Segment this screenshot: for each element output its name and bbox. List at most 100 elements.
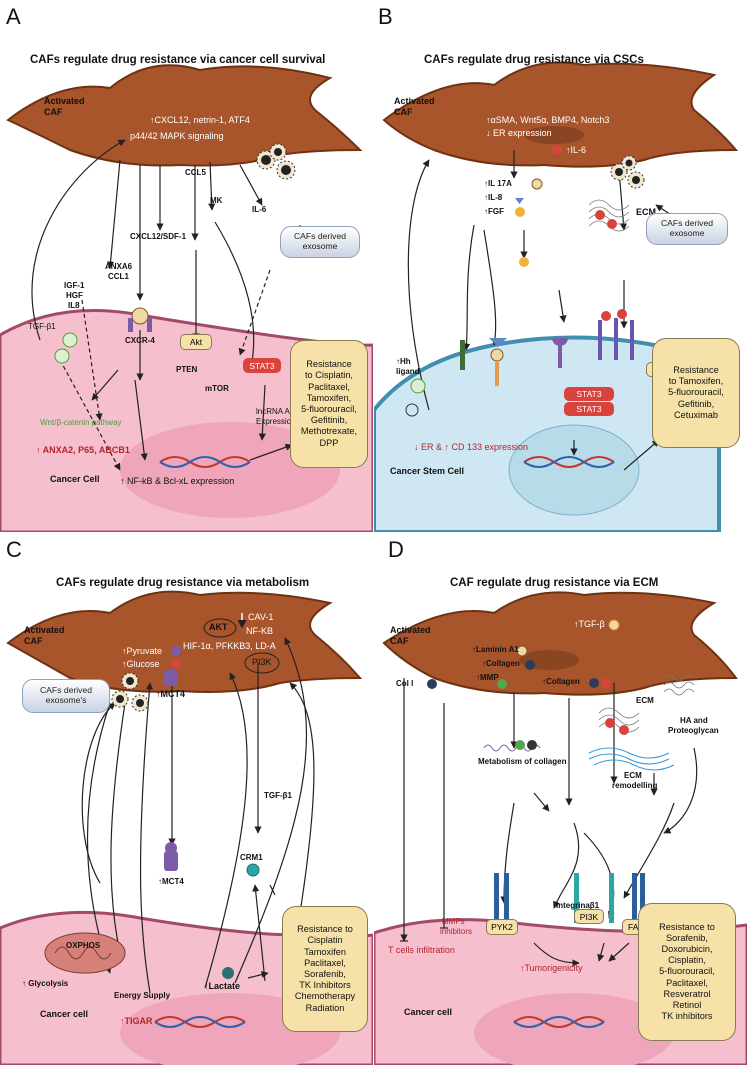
- fgf-label: ↑FGF: [484, 207, 504, 216]
- resistance-b-1: to Tamoxifen,: [668, 376, 724, 387]
- resistance-d-8: TK inhibitors: [661, 1011, 713, 1022]
- exosome-line2: exosome: [302, 241, 338, 251]
- caf-cell: [6, 64, 363, 167]
- nfkb-label-c: NF-KB: [246, 626, 273, 636]
- lactate-label: ↑Lactate: [204, 981, 241, 991]
- lncrna-line1: lncRNA ANRIL: [256, 407, 309, 416]
- caf-label-line1: Activated: [44, 96, 85, 106]
- cancer-cell-label: Cancer Cell: [50, 474, 100, 484]
- panel-a-title: CAFs regulate drug resistance via cancer…: [30, 54, 326, 66]
- mk-label: MK: [210, 196, 223, 205]
- caf-factors: ↑CXCL12, netrin-1, ATF4: [150, 115, 250, 125]
- resistance-c-4: Sorafenib,: [304, 969, 346, 979]
- laminin-label: ↑Laminin A1: [472, 645, 519, 654]
- collagen2-label: ↑Collagen: [542, 677, 580, 686]
- mmp-label: ↑MMP: [476, 673, 499, 682]
- resistance-b-3: Gefitinib,: [677, 398, 715, 409]
- er-expression: ↓ ER expression: [486, 128, 552, 138]
- remodelling-line2: remodelling: [612, 781, 658, 790]
- wnt-pathway: Wnt/β-catenin pathway: [40, 418, 122, 427]
- cancer-cell-d-label: Cancer cell: [404, 1007, 453, 1017]
- exosome-c-line2: exosome's: [45, 695, 87, 705]
- resistance-box-c: Resistance to Cisplatin Tamoxifen Paclit…: [282, 906, 368, 1032]
- caf-label-b-line1: Activated: [394, 96, 435, 106]
- exosome-c-line1: CAFs derived: [39, 685, 93, 696]
- stat3-tag-b2: STAT3: [564, 402, 614, 416]
- cav1-label: CAV-1: [248, 612, 274, 622]
- caf-cell-b: [382, 61, 739, 168]
- resistance-c-6: Chemotherapy: [294, 991, 356, 1002]
- mtor-label: mTOR: [205, 384, 229, 393]
- panel-c-title: CAFs regulate drug resistance via metabo…: [56, 577, 310, 589]
- exosome-b-line2: exosome: [669, 228, 705, 238]
- resistance-a-3: Tamoxifen,: [306, 392, 352, 403]
- energy-supply-label: Energy Supply: [114, 991, 171, 1000]
- igf-line3: IL8: [68, 301, 80, 310]
- mct4-label: ↑MCT4: [158, 877, 184, 886]
- resistance-d-3: Cisplatin,: [668, 955, 706, 966]
- exosome-b-line1: CAFs derived: [660, 218, 714, 229]
- glucose-label: ↑Glucose: [122, 659, 160, 669]
- crm1-label: CRM1: [240, 853, 263, 862]
- pi3k-label-c: PI3K: [252, 657, 272, 667]
- igf-line1: IGF-1: [64, 281, 85, 290]
- resistance-d-0: Resistance to: [659, 921, 715, 932]
- resistance-box-b: Resistance to Tamoxifen, 5-fluorouracil,…: [652, 338, 740, 448]
- tumorigenicity-label: ↑Tumorigenicity: [520, 963, 583, 973]
- panel-d: D CAF regulate drug resistance via ECM A…: [374, 533, 747, 1065]
- resistance-d-2: Doxorubicin,: [661, 943, 713, 954]
- panel-b-drawing: [374, 61, 739, 532]
- mmps-inhib-line2: inhibitors: [440, 927, 473, 936]
- pyk2-tag: PYK2: [486, 919, 518, 935]
- panel-b: B CAFs regulate drug resistance via CSCs…: [374, 0, 747, 532]
- resistance-d-1: Sorafenib,: [666, 932, 708, 943]
- hh-line1: ↑Hh: [396, 357, 411, 366]
- caf-label-line2: CAF: [44, 107, 63, 117]
- il6-label: IL-6: [252, 205, 267, 214]
- panel-c: C CAFs regulate drug resistance via meta…: [0, 533, 373, 1065]
- resistance-box-a: Resistance to Cisplatin, Paclitaxel, Tam…: [290, 340, 368, 468]
- exosome-pill-b: CAFs derived exosome: [646, 213, 728, 245]
- metabolism-label: Metabolism of collagen: [478, 757, 567, 766]
- pyruvate-label: ↑Pyruvate: [122, 646, 163, 656]
- ha-line2: Proteoglycan: [668, 726, 719, 735]
- exosome-pill: CAFs derived exosome: [280, 226, 360, 258]
- resistance-d-6: Resveratrol: [663, 988, 711, 999]
- cxcr4-label: CXCR-4: [125, 336, 155, 345]
- ccl5-label: CCL5: [185, 168, 206, 177]
- collagen1-label: ↑Collagen: [482, 659, 520, 668]
- caf-label-d-line1: Activated: [390, 625, 431, 635]
- resistance-d-5: Paclitaxel,: [666, 977, 708, 988]
- integrin-label: Integrinaβ1: [556, 901, 600, 910]
- cxcl12-label: CXCL12/SDF-1: [130, 232, 187, 241]
- resistance-c-2: Tamoxifen: [304, 946, 346, 957]
- igf-line2: HGF: [66, 291, 83, 300]
- stat3-tag-b1: STAT3: [564, 387, 614, 401]
- panel-a-letter: A: [6, 4, 21, 29]
- resistance-a-2: Paclitaxel,: [308, 381, 350, 392]
- lncrna-line2: Expression: [256, 417, 296, 426]
- anxa2-expression: ↑ ANXA2, P65, ABCB1: [36, 445, 130, 455]
- resistance-c-3: Paclitaxel,: [304, 957, 346, 968]
- ha-line1: HA and: [680, 716, 708, 725]
- mmps-inhib-line1: MMPs: [442, 917, 465, 926]
- resistance-box-d: Resistance to Sorafenib, Doxorubicin, Ci…: [638, 903, 736, 1041]
- resistance-b-4: Cetuximab: [674, 409, 718, 420]
- nfkb-expression: ↑ NF-kB & Bcl-xL expression: [120, 476, 235, 486]
- panel-c-letter: C: [6, 537, 22, 562]
- resistance-a-4: 5-fluorouracil,: [301, 404, 357, 414]
- panel-b-letter: B: [378, 4, 393, 29]
- pi3k-tag-d: PI3K: [574, 909, 604, 924]
- resistance-a-1: to Cisplatin,: [304, 370, 353, 381]
- resistance-c-0: Resistance to: [297, 924, 353, 935]
- il17-label: ↑IL 17A: [484, 179, 512, 188]
- caf-label-d-line2: CAF: [390, 636, 409, 646]
- remodelling-line1: ECM: [624, 771, 642, 780]
- resistance-a-5: Gefitinib,: [310, 415, 348, 426]
- caf-factors-b: ↑αSMA, Wnt5α, BMP4, Notch3: [486, 115, 610, 125]
- tigar-label: ↑TIGAR: [120, 1016, 153, 1026]
- oxphos-label: OXPHOS: [66, 941, 101, 950]
- il8-label: ↑IL-8: [484, 193, 503, 202]
- hif-label: HIF-1α, PFKKB3, LD-A: [183, 641, 276, 651]
- caf-cell-d: [382, 591, 738, 696]
